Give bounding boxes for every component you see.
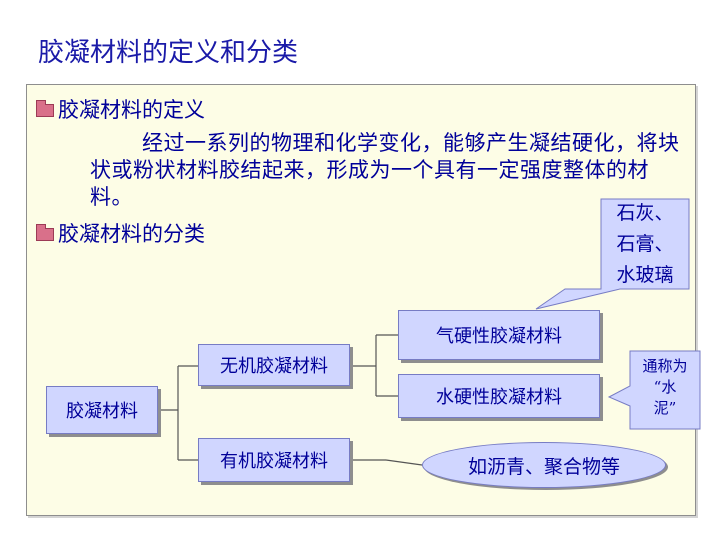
folder-bullet-icon bbox=[36, 223, 54, 241]
definition-paragraph: 经过一系列的物理和化学变化，能够产生凝结硬化，将块状或粉状材料胶结起来，形成为一… bbox=[90, 131, 680, 209]
classification-heading-label: 胶凝材料的分类 bbox=[58, 222, 205, 246]
definition-heading-label: 胶凝材料的定义 bbox=[58, 98, 205, 122]
tree-organic-examples-ellipse: 如沥青、聚合物等 bbox=[422, 442, 666, 488]
folder-bullet-icon bbox=[36, 99, 54, 117]
classification-heading: 胶凝材料的分类 bbox=[36, 218, 205, 248]
callout-air-line-2: 石膏、 bbox=[616, 233, 674, 255]
callout-hydraulic-line-3: 泥” bbox=[653, 399, 677, 417]
tree-organic-node: 有机胶凝材料 bbox=[198, 438, 350, 482]
callout-hydraulic-text: 通称为 “水 泥” bbox=[630, 356, 700, 419]
callout-bubble-hydraulic bbox=[607, 350, 701, 430]
tree-inorganic-node: 无机胶凝材料 bbox=[198, 344, 350, 386]
callout-hydraulic-line-2: “水 bbox=[653, 378, 677, 396]
callout-air-line-1: 石灰、 bbox=[616, 202, 674, 224]
callout-hydraulic-line-1: 通称为 bbox=[642, 357, 688, 375]
callout-air-text: 石灰、 石膏、 水玻璃 bbox=[601, 198, 689, 291]
callout-air-line-3: 水玻璃 bbox=[616, 264, 674, 286]
tree-air-hardening-node: 气硬性胶凝材料 bbox=[398, 310, 600, 360]
tree-root-node: 胶凝材料 bbox=[46, 386, 158, 434]
definition-heading: 胶凝材料的定义 bbox=[36, 94, 205, 124]
tree-hydraulic-node: 水硬性胶凝材料 bbox=[398, 374, 600, 418]
callout-bubble-air bbox=[535, 198, 690, 310]
slide-title: 胶凝材料的定义和分类 bbox=[38, 38, 299, 68]
